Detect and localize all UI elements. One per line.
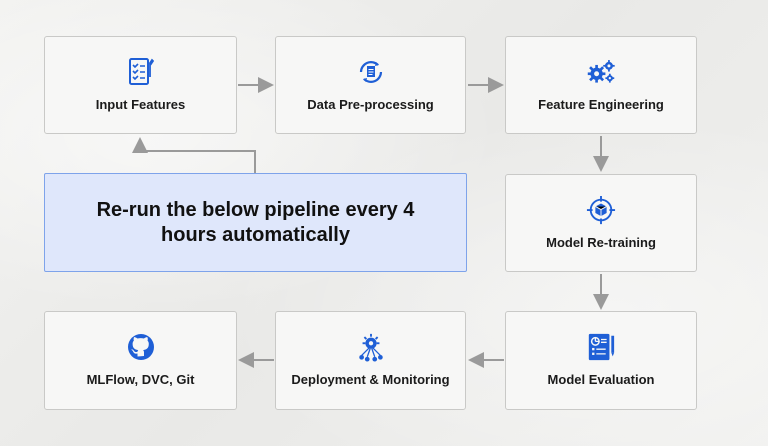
- step-label: Feature Engineering: [538, 97, 664, 112]
- checklist-icon: [126, 57, 156, 87]
- rerun-note-text: Re-run the below pipeline every 4 hours …: [96, 198, 415, 246]
- step-input-features: Input Features: [44, 36, 237, 134]
- network-node-icon: [356, 332, 386, 362]
- step-versioning: MLFlow, DVC, Git: [44, 311, 237, 410]
- step-model-retraining: Model Re-training: [505, 174, 697, 272]
- step-data-preprocessing: Data Pre-processing: [275, 36, 466, 134]
- arrow-loop-to-input: [132, 137, 256, 173]
- step-model-evaluation: Model Evaluation: [505, 311, 697, 410]
- step-label: Deployment & Monitoring: [291, 372, 450, 387]
- step-label: MLFlow, DVC, Git: [86, 372, 195, 387]
- gears-icon: [586, 57, 616, 87]
- target-cube-icon: [586, 195, 616, 225]
- step-label: Model Evaluation: [547, 372, 655, 387]
- rerun-note-banner: Re-run the below pipeline every 4 hours …: [44, 173, 467, 272]
- step-label: Model Re-training: [546, 235, 656, 250]
- document-cycle-icon: [356, 57, 386, 87]
- report-clipboard-icon: [586, 332, 616, 362]
- github-icon: [126, 332, 156, 362]
- step-deployment-monitoring: Deployment & Monitoring: [275, 311, 466, 410]
- step-feature-engineering: Feature Engineering: [505, 36, 697, 134]
- step-label: Input Features: [95, 97, 186, 112]
- step-label: Data Pre-processing: [307, 97, 434, 112]
